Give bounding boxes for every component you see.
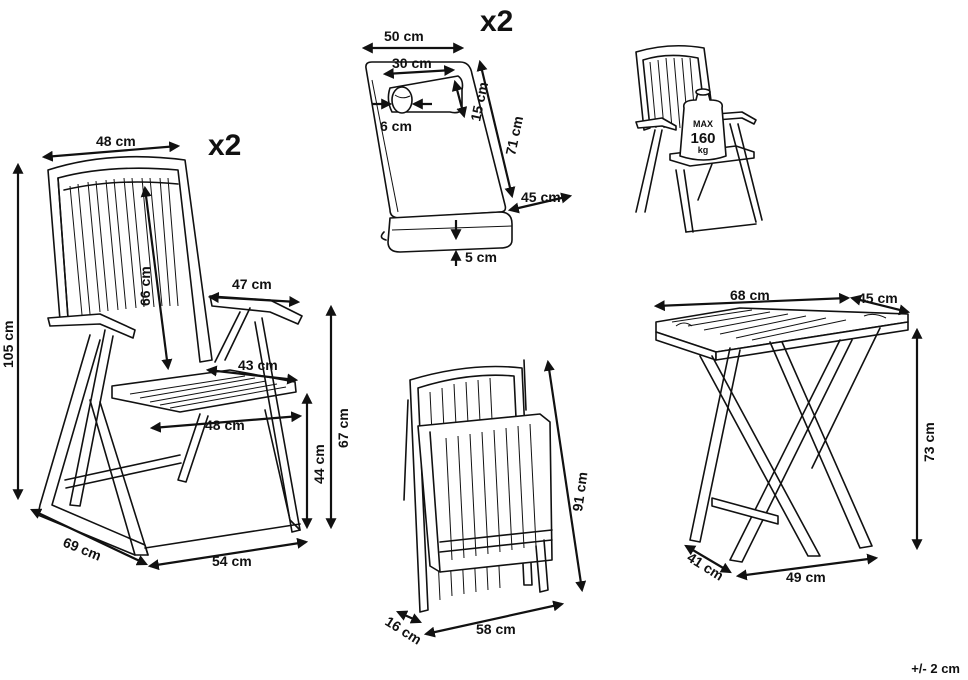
- table-dimension-arrows: [653, 292, 923, 581]
- chair-seat-depth-label: 43 cm: [238, 357, 278, 373]
- pillow-depth-label: 6 cm: [380, 118, 412, 134]
- cushion-thickness-label: 5 cm: [465, 249, 497, 265]
- tray-table-drawing: [655, 307, 909, 563]
- chair-seat-width-label: 48 cm: [205, 417, 245, 433]
- folded-height-label: 91 cm: [569, 471, 590, 513]
- table-base-depth-label: 41 cm: [684, 549, 726, 584]
- chair-total-height-label: 105 cm: [0, 321, 16, 368]
- table-base-width-label: 49 cm: [786, 569, 826, 585]
- chair-seat-height-label: 44 cm: [311, 444, 327, 484]
- cushion-width-label: 50 cm: [384, 28, 424, 44]
- cushion-drawing: [365, 61, 513, 253]
- folded-width-label: 58 cm: [476, 621, 516, 637]
- back-slats: [69, 177, 179, 316]
- folded-depth-label: 16 cm: [382, 613, 424, 648]
- folded-chair-drawing: [403, 359, 553, 613]
- cushion-dimension-arrows: [361, 42, 573, 266]
- cushion-seat-depth-label: 45 cm: [521, 189, 561, 205]
- folded-dimension-arrows: [395, 359, 587, 638]
- cushion-length-label: 71 cm: [502, 114, 526, 156]
- chair-quantity-label: x2: [208, 129, 241, 162]
- table-depth-label: 45 cm: [858, 290, 898, 306]
- chair-dimension-arrows: [12, 141, 337, 571]
- weight-max-label: MAX: [693, 119, 713, 129]
- tolerance-note: +/- 2 cm: [911, 661, 960, 676]
- pillow-width-label: 30 cm: [392, 55, 432, 71]
- table-width-label: 68 cm: [730, 287, 770, 303]
- chair-armrest-label: 47 cm: [232, 276, 272, 292]
- chair-width-top-label: 48 cm: [96, 133, 136, 149]
- chair-arm-height-label: 67 cm: [335, 408, 351, 448]
- table-height-label: 73 cm: [921, 422, 937, 462]
- cushion-quantity-label: x2: [480, 5, 513, 38]
- weight-capacity-chair: MAX 160 kg: [635, 44, 763, 233]
- chair-back-height-label: 66 cm: [137, 266, 153, 306]
- chair-depth-label: 69 cm: [61, 534, 104, 564]
- weight-unit-label: kg: [698, 145, 709, 155]
- weight-icon: [679, 88, 727, 161]
- reclining-chair-drawing: [37, 155, 303, 556]
- weight-value-label: 160: [690, 130, 715, 147]
- chair-base-width-label: 54 cm: [212, 553, 252, 569]
